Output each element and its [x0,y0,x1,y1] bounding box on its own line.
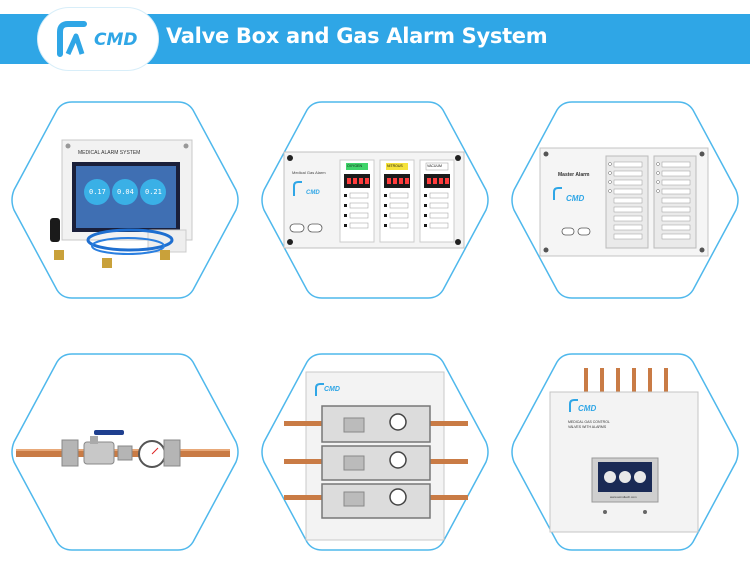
page-title: Valve Box and Gas Alarm System [166,24,548,48]
panel-website: www.acmdtech.com [610,495,637,499]
product-medical-gas-alarm[interactable]: Medical Gas Alarm CMD OXYGEN NITROUS VAC… [260,100,490,300]
panel-brand: CMD [324,386,340,393]
product-valve-assembly[interactable] [10,352,240,552]
panel-brand: CMD [306,190,320,196]
panel-title: MEDICAL ALARM SYSTEM [78,150,141,156]
gauge-label-oxygen: OXYGEN [347,164,362,168]
brand-logo: CMD [38,8,158,70]
product-medical-alarm-system[interactable]: MEDICAL ALARM SYSTEM 0.17 0.04 0.21 [10,100,240,300]
reading-3: 0.21 [145,188,162,196]
gas-alarm-panel-image [283,151,465,249]
panel-caption-1: MEDICAL GAS CONTROL [568,420,610,424]
panel-caption-2: VALVES WITH ALARMS [568,425,607,429]
product-valve-box[interactable]: CMD [260,352,490,552]
product-valve-box-with-alarms[interactable]: CMD MEDICAL GAS CONTROL VALVES WITH ALAR… [510,352,740,552]
valve-box-image [284,371,468,541]
panel-title: Master Alarm [558,172,590,178]
reading-1: 0.17 [89,188,106,196]
master-alarm-panel-image [539,147,709,257]
valve-assembly-image [16,430,230,468]
medical-alarm-kit-image [50,139,193,268]
panel-brand: CMD [578,404,597,413]
valve-box-with-alarms-image [549,368,699,533]
product-master-alarm[interactable]: Master Alarm CMD [510,100,740,300]
panel-title: Medical Gas Alarm [292,170,326,175]
gauge-label-nitrous: NITROUS [387,164,403,168]
brand-name: CMD [94,30,138,50]
reading-2: 0.04 [117,188,134,196]
acmd-logo-icon [57,21,87,57]
gauge-label-vacuum: VACUUM [427,164,442,168]
panel-brand: CMD [566,194,585,203]
